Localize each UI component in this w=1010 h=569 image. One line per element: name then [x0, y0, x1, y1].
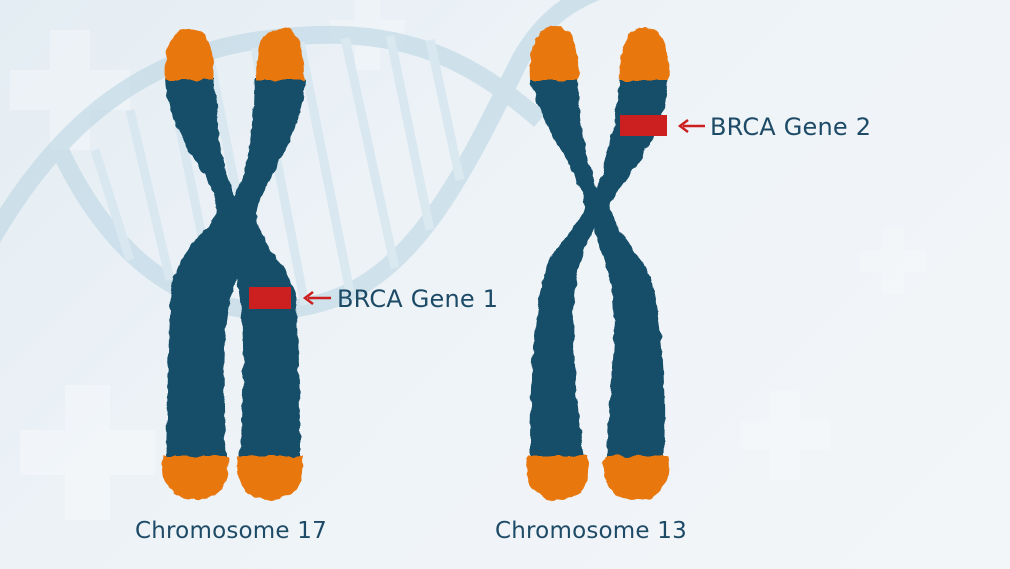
chromatid-left [526, 26, 600, 500]
gene-band-brca2 [620, 115, 667, 136]
chromosome-17-caption: Chromosome 17 [135, 518, 327, 544]
telomere-bottom [603, 456, 669, 500]
chromosome-13 [526, 26, 705, 500]
telomere-bottom [526, 456, 589, 500]
medical-cross-icon [860, 228, 926, 294]
chromatid-body [224, 78, 305, 456]
dna-helix-icon [0, 0, 600, 320]
chromatid-body [165, 78, 249, 456]
chromatid-right [224, 28, 305, 500]
chromatid-left [161, 27, 249, 500]
telomere-top [164, 27, 215, 80]
arrow-brca2 [677, 119, 705, 133]
chromosome-13-caption: Chromosome 13 [495, 518, 687, 544]
gene-label-brca2: BRCA Gene 2 [710, 113, 872, 141]
chromosome-17 [161, 27, 331, 500]
chromatid-body [590, 78, 668, 456]
gene-band-brca1 [249, 287, 291, 309]
telomere-bottom [237, 456, 303, 500]
chromatid-body [530, 78, 600, 456]
medical-cross-icon [20, 385, 155, 520]
chromatid-right [590, 26, 669, 500]
telomere-bottom [161, 456, 229, 500]
telomere-top [619, 26, 669, 81]
medical-cross-icon [740, 390, 830, 480]
arrow-brca1 [302, 291, 331, 305]
telomere-top [529, 26, 579, 81]
medical-cross-icon [10, 30, 130, 150]
telomere-top [255, 28, 305, 80]
gene-label-brca1: BRCA Gene 1 [337, 285, 499, 313]
